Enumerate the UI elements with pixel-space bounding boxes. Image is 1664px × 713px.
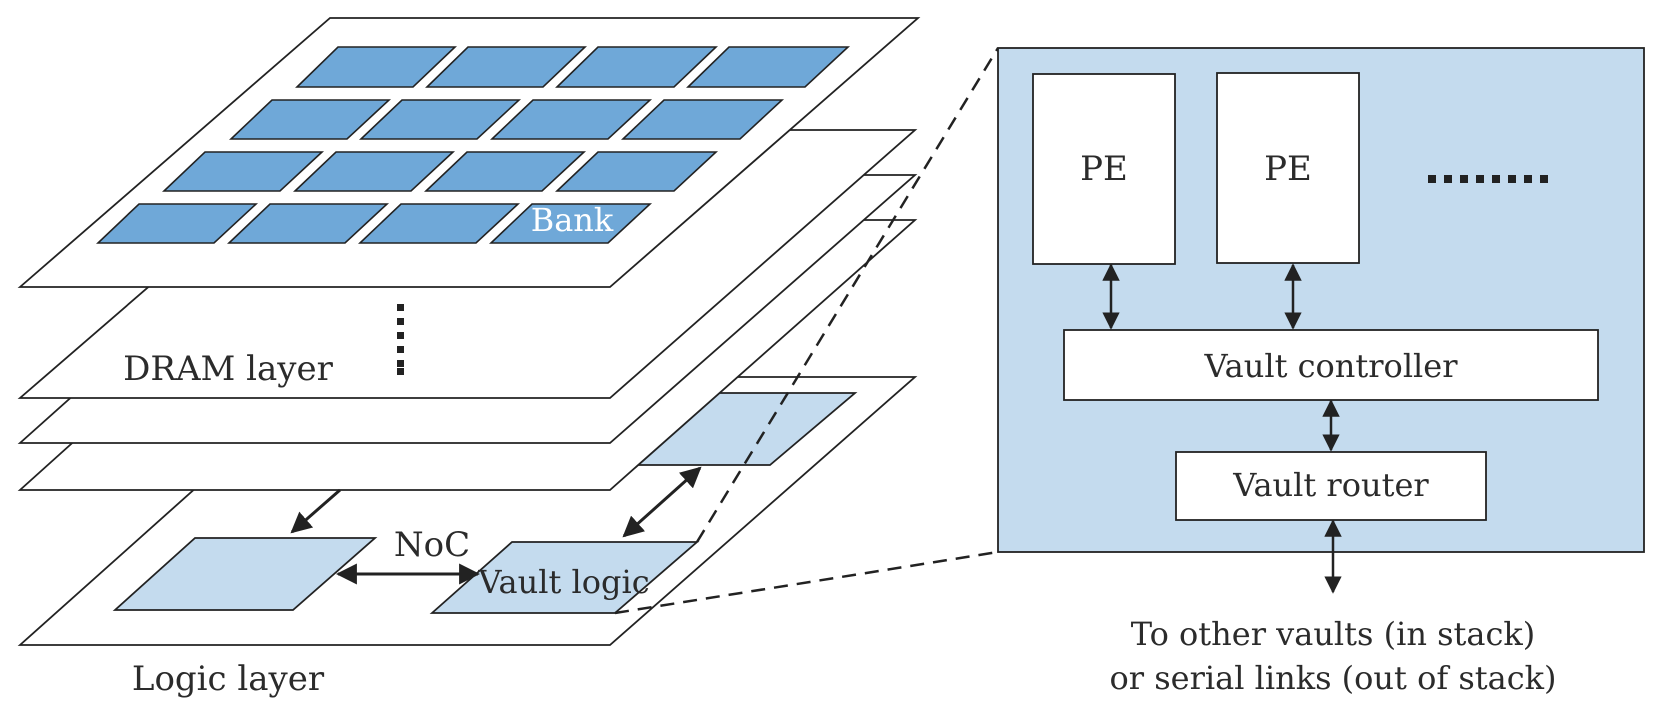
zoom-line-top [695,47,1000,543]
vault-router-label: Vault router [1232,466,1429,504]
bank [554,151,719,192]
layer-ellipsis-dots [397,304,404,375]
pe-label-1: PE [1080,149,1128,189]
pe-box-2 [1216,72,1360,264]
noc-label: NoC [394,525,470,565]
tsv-arrow [622,466,702,538]
bank [292,151,456,192]
vault-router-box [1175,451,1487,521]
vault-controller-label: Vault controller [1203,347,1458,385]
external-links-label-line1: To other vaults (in stack) [1131,615,1536,653]
bank [423,151,587,192]
bank [358,99,522,140]
bank [686,46,851,88]
bank [357,203,521,244]
external-links-label-line2: or serial links (out of stack) [1110,659,1557,697]
dram-layer-label: DRAM layer [123,349,334,389]
bank [228,99,392,140]
pe-box-1 [1032,73,1176,265]
dram-to-vault-arrow [290,488,341,534]
bank-label: Bank [531,201,614,239]
bank-labeled [488,203,653,244]
bank [555,46,718,88]
bank [226,203,390,244]
zoom-line-bottom [614,550,999,615]
bank [295,46,457,88]
bank [620,99,785,140]
bank [161,151,325,192]
vault-logic-left [112,537,378,611]
bank [425,46,587,88]
bank [489,99,653,140]
vault-logic-label: Vault logic [477,563,649,601]
vault-controller-box [1063,329,1599,401]
pe-label-2: PE [1264,149,1312,189]
logic-layer-label: Logic layer [132,659,325,699]
pe-ellipsis-dots [1428,175,1548,183]
bank-grid [95,46,851,244]
bank [95,203,259,244]
